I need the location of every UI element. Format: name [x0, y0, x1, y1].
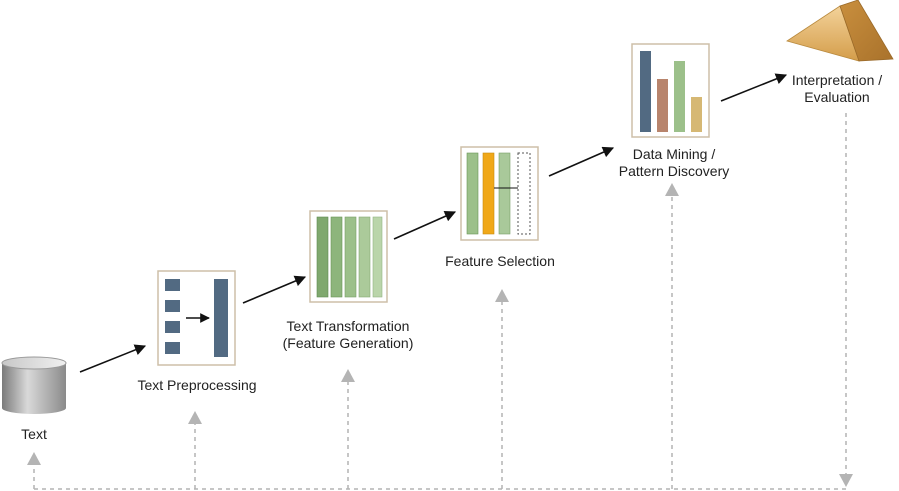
arrowhead-up-preprocessing — [188, 411, 202, 424]
label-data-mining-line1: Data Mining / — [632, 146, 716, 162]
label-data-mining: Data Mining / Pattern Discovery — [594, 146, 754, 180]
arrow-text-to-preprocessing — [79, 344, 147, 373]
pyramid-icon — [786, 0, 894, 62]
feature-selection-icon — [460, 146, 539, 241]
label-text-transformation: Text Transformation (Feature Generation) — [258, 318, 438, 352]
label-interpretation-line1: Interpretation / — [791, 72, 883, 88]
label-text-transformation-line2: (Feature Generation) — [282, 335, 414, 351]
label-text: Text — [21, 426, 47, 442]
arrowhead-up-selection — [495, 289, 509, 302]
preprocessing-blocks-icon — [157, 270, 236, 366]
arrow-transformation-to-selection — [393, 210, 457, 240]
bar-chart-icon — [631, 43, 710, 138]
feedback-arrowheads — [27, 183, 853, 487]
label-text-transformation-line1: Text Transformation — [286, 318, 410, 334]
feedback-loop — [33, 113, 847, 490]
feature-columns-icon — [309, 210, 388, 303]
arrow-selection-to-mining — [548, 146, 615, 177]
label-interpretation: Interpretation / Evaluation — [775, 72, 899, 106]
label-data-mining-line2: Pattern Discovery — [618, 163, 730, 179]
arrowhead-up-mining — [665, 183, 679, 196]
label-interpretation-line2: Evaluation — [804, 89, 870, 105]
arrowhead-up-transformation — [341, 369, 355, 382]
label-feature-selection: Feature Selection — [445, 253, 555, 269]
forward-arrows — [79, 73, 788, 373]
arrowhead-up-text — [27, 452, 41, 465]
label-text-preprocessing: Text Preprocessing — [137, 377, 257, 393]
arrowhead-down — [839, 474, 853, 487]
arrow-preprocessing-to-transformation — [242, 275, 307, 304]
database-cylinder-icon — [1, 356, 67, 414]
arrow-mining-to-interpretation — [720, 73, 788, 102]
